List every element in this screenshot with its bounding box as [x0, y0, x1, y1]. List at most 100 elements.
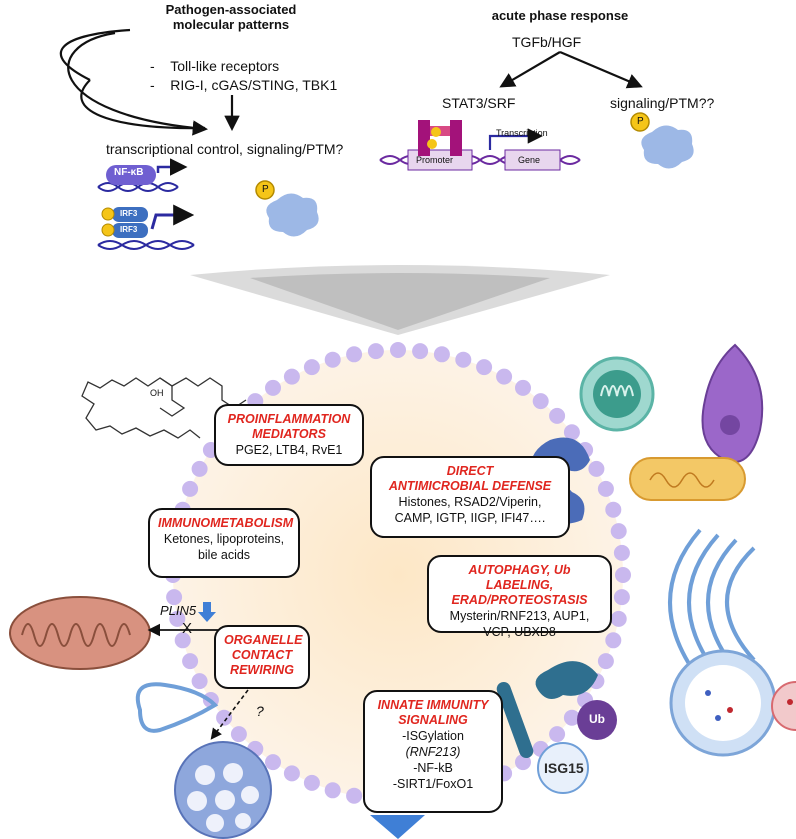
membrane-dot: [597, 480, 614, 497]
box-proinflammation-title-1: PROINFLAMMATION: [227, 412, 351, 426]
oh-label: OH: [150, 388, 164, 398]
box-autophagy-title-1: AUTOPHAGY, Ub LABELING,: [468, 563, 571, 592]
membrane-dot: [216, 709, 233, 726]
membrane-dot: [433, 346, 450, 363]
er-loop-icon: [135, 682, 219, 733]
bottom-arrow: [370, 815, 425, 839]
nfkb-label: NF-κB: [114, 167, 144, 178]
rnf213-protein-icon: [496, 661, 598, 759]
membrane-dot: [390, 342, 406, 358]
ub-circle: [577, 700, 617, 740]
membrane-dot: [367, 343, 384, 360]
membrane-dot: [455, 351, 472, 368]
membrane-dot: [303, 774, 320, 791]
plin5-down-arrow: [198, 602, 216, 622]
box-autophagy-title-2: ERAD/PROTEOSTASIS: [451, 593, 588, 607]
nfkb-dna: [97, 158, 188, 192]
membrane-dot: [230, 726, 247, 743]
membrane-dot: [265, 754, 281, 771]
membrane-dot: [283, 368, 300, 385]
box-antimicrobial-title-1: DIRECT: [446, 464, 494, 478]
membrane-dot: [191, 460, 208, 477]
box-antimicrobial-body-2: CAMP, IGTP, IIGP, IFI47….: [394, 511, 546, 525]
box-proinflammation-body: PGE2, LTB4, RvE1: [235, 443, 343, 457]
box-organelle-title-1: ORGANELLE: [224, 633, 303, 647]
phospho-protein-left: [255, 180, 319, 237]
box-autophagy-body-2: VCP, UBXD8: [483, 625, 556, 639]
membrane-dot: [515, 754, 531, 771]
loop-arrow: [59, 28, 206, 130]
box-innate-body-2: (RNF213): [405, 745, 461, 759]
membrane-dot: [563, 424, 580, 441]
membrane-dot: [166, 589, 183, 606]
plin5-label: PLIN5: [160, 603, 197, 618]
membrane-dot: [610, 523, 627, 540]
membrane-dot: [610, 610, 627, 627]
isg15-circle: [537, 742, 589, 794]
box-antimicrobial: DIRECT ANTIMICROBIAL DEFENSE Histones, R…: [370, 456, 570, 538]
box-innate-body-3: -NF-kB: [413, 761, 453, 775]
membrane-dot: [174, 632, 191, 649]
membrane-dot: [549, 726, 566, 743]
box-innate-title-1: INNATE IMMUNITY: [377, 698, 489, 712]
box-immunometabolism-body-1: Ketones, lipoproteins,: [163, 532, 285, 546]
membrane-dot: [412, 343, 429, 360]
ub-label: Ub: [589, 712, 605, 726]
membrane-dot: [563, 709, 580, 726]
membrane-dot: [324, 782, 341, 799]
transcription-label: Transcription: [496, 128, 548, 138]
membrane-dot: [476, 359, 493, 376]
box-autophagy-body-1: Mysterin/RNF213, AUP1,: [449, 609, 590, 623]
membrane-dot: [182, 653, 199, 670]
isg15-label: ISG15: [544, 760, 584, 776]
vesicle-cell-icon: [174, 741, 272, 839]
phospho-p-right: P: [637, 116, 644, 127]
irf3-label-2: IRF3: [120, 225, 138, 234]
membrane-dot: [191, 673, 208, 690]
box-innate: INNATE IMMUNITY SIGNALING -ISGylation (R…: [363, 690, 503, 813]
membrane-dot: [346, 346, 363, 363]
mitochondrion-icon: [9, 596, 151, 670]
membrane-dot: [597, 653, 614, 670]
box-organelle-title-2: CONTACT: [231, 648, 293, 662]
x-mark: X: [182, 620, 193, 637]
acute-phase-title: acute phase response: [491, 8, 629, 23]
box-proinflammation: PROINFLAMMATION MEDIATORS PGE2, LTB4, Rv…: [214, 404, 364, 466]
membrane-dot: [496, 368, 513, 385]
membrane-dot: [303, 359, 320, 376]
membrane-dot: [324, 351, 341, 368]
membrane-dot: [515, 379, 531, 396]
box-autophagy: AUTOPHAGY, Ub LABELING, ERAD/PROTEOSTASI…: [427, 555, 612, 639]
pamp-item-2: - RIG-I, cGAS/STING, TBK1: [150, 77, 338, 93]
membrane-dot: [613, 544, 630, 561]
box-proinflammation-title-2: MEDIATORS: [252, 427, 326, 441]
irf3-dna: [97, 204, 195, 250]
box-antimicrobial-title-2: ANTIMICROBIAL DEFENSE: [388, 479, 552, 493]
pamp-item-1: - Toll-like receptors: [150, 58, 280, 74]
funnel-shading: [190, 265, 610, 335]
membrane-dot: [605, 501, 622, 518]
membrane-dot: [532, 393, 549, 410]
box-immunometabolism: IMMUNOMETABOLISM Ketones, lipoproteins, …: [148, 508, 300, 578]
autolysosome-icon: [669, 649, 796, 757]
irf3-label-1: IRF3: [120, 209, 138, 218]
parasite-icon: [701, 343, 764, 463]
bacterium-icon: [629, 457, 746, 501]
box-innate-title-2: SIGNALING: [398, 713, 468, 727]
signaling-label: signaling/PTM??: [610, 95, 715, 111]
pamp-title: Pathogen-associated molecular patterns: [165, 2, 297, 32]
membrane-dot: [613, 589, 630, 606]
membrane-dot: [169, 610, 186, 627]
membrane-dot: [588, 460, 605, 477]
phospho-p-left: P: [262, 184, 269, 195]
box-organelle-title-3: REWIRING: [230, 663, 294, 677]
membrane-dot: [605, 632, 622, 649]
question-mark: ?: [256, 703, 264, 719]
stat3-label: STAT3/SRF: [442, 95, 516, 111]
membrane-dot: [346, 787, 363, 804]
virus-icon: [579, 356, 655, 432]
box-antimicrobial-body-1: Histones, RSAD2/Viperin,: [398, 495, 542, 509]
pamp-result: transcriptional control, signaling/PTM?: [106, 141, 344, 157]
promoter-label: Promoter: [416, 155, 454, 165]
box-immunometabolism-title: IMMUNOMETABOLISM: [158, 516, 294, 530]
